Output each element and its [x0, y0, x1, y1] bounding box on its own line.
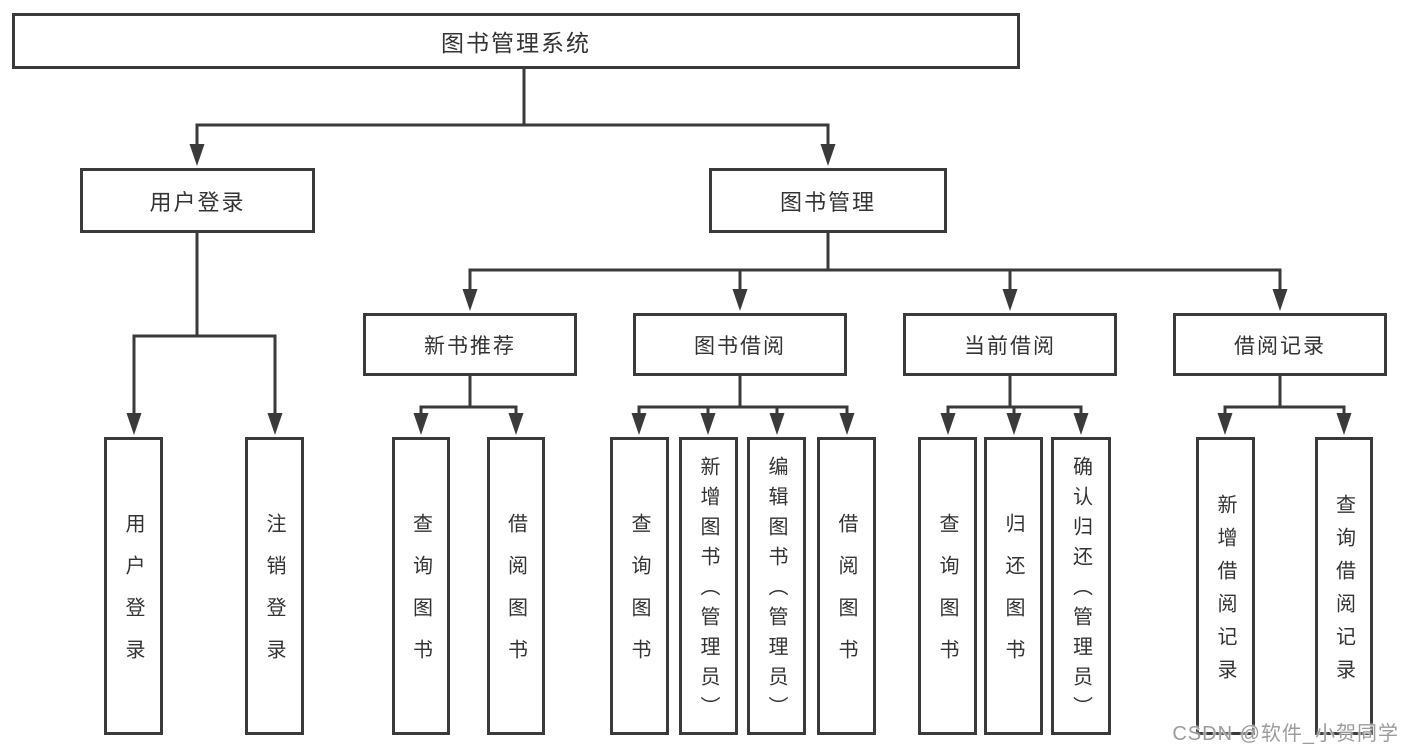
leaf-logout-login: 注销登录 — [245, 437, 304, 735]
node-current-borrowing-label: 当前借阅 — [964, 334, 1056, 358]
leaf-add-borrow-record: 新增借阅记录 — [1196, 437, 1255, 735]
leaf-borrow-books-recommend: 借阅图书 — [487, 437, 545, 735]
leaf-query-borrow-record: 查询借阅记录 — [1315, 437, 1373, 735]
leaf-user-login: 用户登录 — [104, 437, 163, 735]
leaf-return-books: 归还图书 — [984, 437, 1043, 735]
node-borrowing-records: 借阅记录 — [1173, 313, 1387, 376]
node-new-book-recommend: 新书推荐 — [363, 313, 577, 376]
node-book-borrowing: 图书借阅 — [633, 313, 847, 376]
node-root-label: 图书管理系统 — [441, 30, 591, 56]
node-borrowing-records-label: 借阅记录 — [1234, 334, 1326, 358]
leaf-confirm-return-admin: 确认归还（管理员） — [1051, 437, 1111, 735]
node-current-borrowing: 当前借阅 — [903, 313, 1117, 376]
leaf-query-books-recommend: 查询图书 — [392, 437, 450, 735]
leaf-query-books-current: 查询图书 — [918, 437, 977, 735]
leaf-edit-books-admin: 编辑图书（管理员） — [747, 437, 806, 735]
csdn-watermark: CSDN @软件_小贺同学 — [1172, 723, 1399, 745]
leaf-query-books-borrow: 查询图书 — [610, 437, 669, 735]
node-user-login: 用户登录 — [80, 168, 315, 233]
node-user-login-label: 用户登录 — [149, 189, 246, 215]
node-root: 图书管理系统 — [12, 13, 1020, 69]
leaf-add-books-admin: 新增图书（管理员） — [679, 437, 738, 735]
leaf-borrow-books-borrow: 借阅图书 — [817, 437, 876, 735]
node-new-book-recommend-label: 新书推荐 — [424, 334, 516, 358]
node-book-borrowing-label: 图书借阅 — [694, 334, 786, 358]
node-book-management-label: 图书管理 — [779, 189, 876, 215]
node-book-management: 图书管理 — [709, 168, 947, 233]
